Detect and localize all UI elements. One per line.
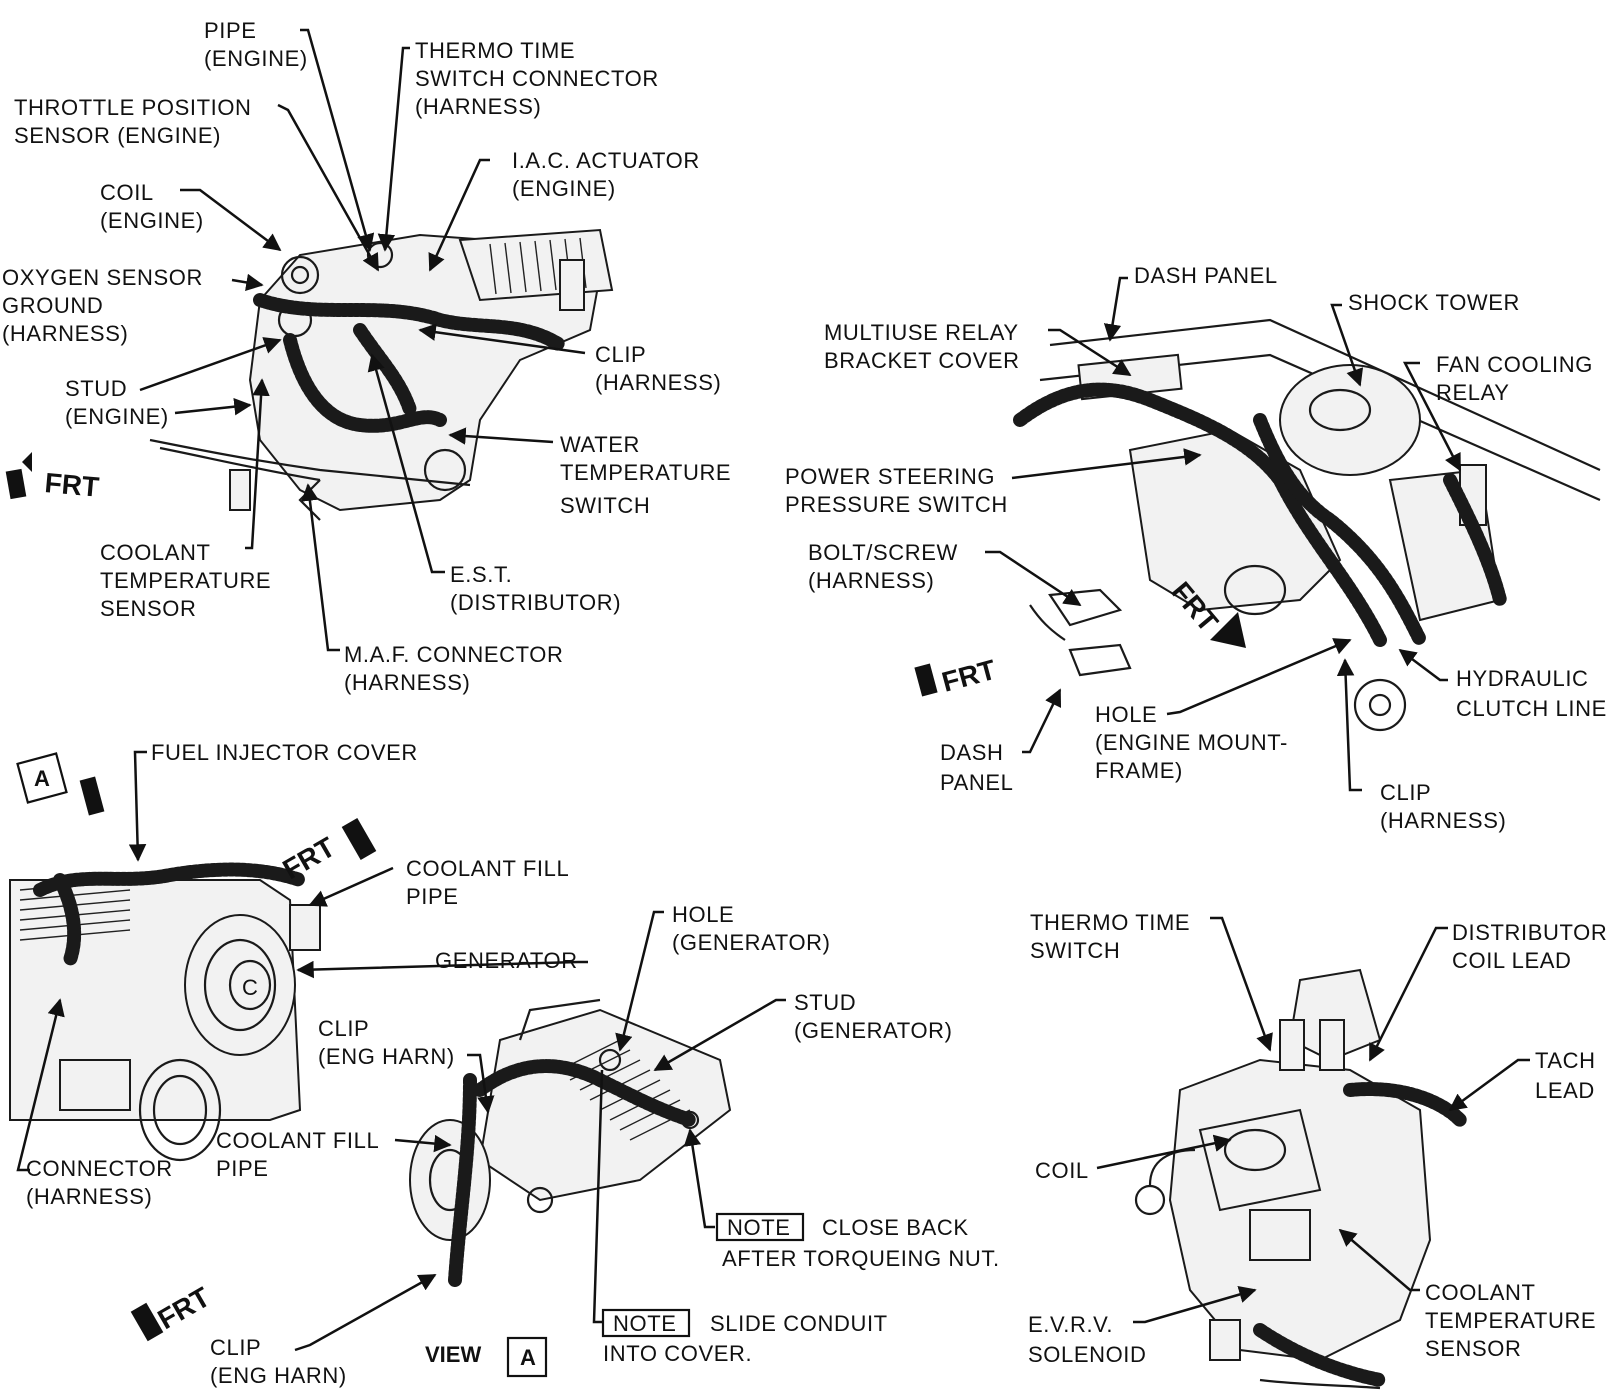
stud-generator-label: STUD(GENERATOR) (794, 990, 953, 1043)
bottom-right-distributor-drawing (1134, 968, 1467, 1390)
frt-label: FRT (153, 1281, 216, 1335)
note-tag: NOTE (613, 1311, 677, 1336)
view-a-badge-letter: A (34, 766, 50, 791)
clip-eng-harn-lower-label: CLIP(ENG HARN) (210, 1335, 347, 1388)
hole-generator-label: HOLE(GENERATOR) (672, 902, 831, 955)
view-caption-letter: A (520, 1345, 536, 1370)
note-slide-conduit: NOTE SLIDE CONDUIT INTO COVER. (601, 1308, 888, 1366)
maf-connector-label: M.A.F. CONNECTOR(HARNESS) (344, 642, 563, 695)
bottom-left-leaders (16, 750, 588, 1172)
view-a-badge: A (16, 752, 105, 816)
top-right-engine-drawing (1013, 318, 1601, 732)
frt-arrow-top-right-1: FRT (914, 654, 999, 698)
bottom-center-generator-drawing (409, 998, 732, 1287)
iac-actuator-label: I.A.C. ACTUATOR(ENGINE) (512, 148, 700, 201)
note-text-line2: AFTER TORQUEING NUT. (722, 1246, 1000, 1271)
view-caption-label: VIEW (425, 1342, 481, 1367)
clip-harness-label: CLIP(HARNESS) (595, 342, 721, 395)
coil-label: COIL (1035, 1158, 1089, 1183)
bolt-screw-label: BOLT/SCREW(HARNESS) (808, 540, 958, 593)
clip-harness-right-label: CLIP(HARNESS) (1380, 780, 1506, 833)
note-text-line1: SLIDE CONDUIT (710, 1311, 888, 1336)
frt-arrow-top-left: FRT (5, 452, 100, 503)
stud-engine-label: STUD(ENGINE) (65, 376, 169, 429)
frt-label: FRT (43, 467, 100, 503)
dash-panel-label: DASH PANEL (1134, 263, 1278, 288)
note-close-back: NOTE CLOSE BACK AFTER TORQUEING NUT. (715, 1212, 1000, 1271)
evrv-solenoid-label: E.V.R.V.SOLENOID (1028, 1312, 1147, 1367)
pipe-label: PIPE(ENGINE) (204, 18, 308, 71)
note-tag: NOTE (727, 1215, 791, 1240)
note-text-line1: CLOSE BACK (822, 1215, 969, 1240)
bottom-center-leaders (294, 910, 786, 1352)
est-distributor-label: E.S.T.(DISTRIBUTOR) (450, 562, 621, 615)
top-right-leaders (985, 276, 1462, 792)
frt-arrow-bottom-center: FRT (130, 1281, 216, 1342)
top-left-engine-drawing (149, 228, 614, 521)
note-text-line2: INTO COVER. (603, 1341, 752, 1366)
connector-harness-label: CONNECTOR(HARNESS) (26, 1156, 173, 1209)
generator-label: GENERATOR (435, 948, 578, 973)
frt-label: FRT (939, 654, 1000, 698)
frt-arrow-bottom-left: FRT (278, 818, 377, 885)
bottom-left-engine-drawing: C (9, 862, 321, 1162)
hole-engine-mount-label: HOLE(ENGINE MOUNT-FRAME) (1095, 702, 1288, 783)
view-a-caption: VIEW A (425, 1336, 548, 1378)
top-left-leaders (139, 28, 586, 652)
coil-engine-label: COIL(ENGINE) (100, 180, 204, 233)
pulley-c-mark: C (242, 975, 259, 1000)
fuel-injector-cover-label: FUEL INJECTOR COVER (151, 740, 418, 765)
bottom-right-leaders (1096, 916, 1530, 1324)
clip-eng-harn-label: CLIP(ENG HARN) (318, 1016, 455, 1069)
shock-tower-label: SHOCK TOWER (1348, 290, 1520, 315)
